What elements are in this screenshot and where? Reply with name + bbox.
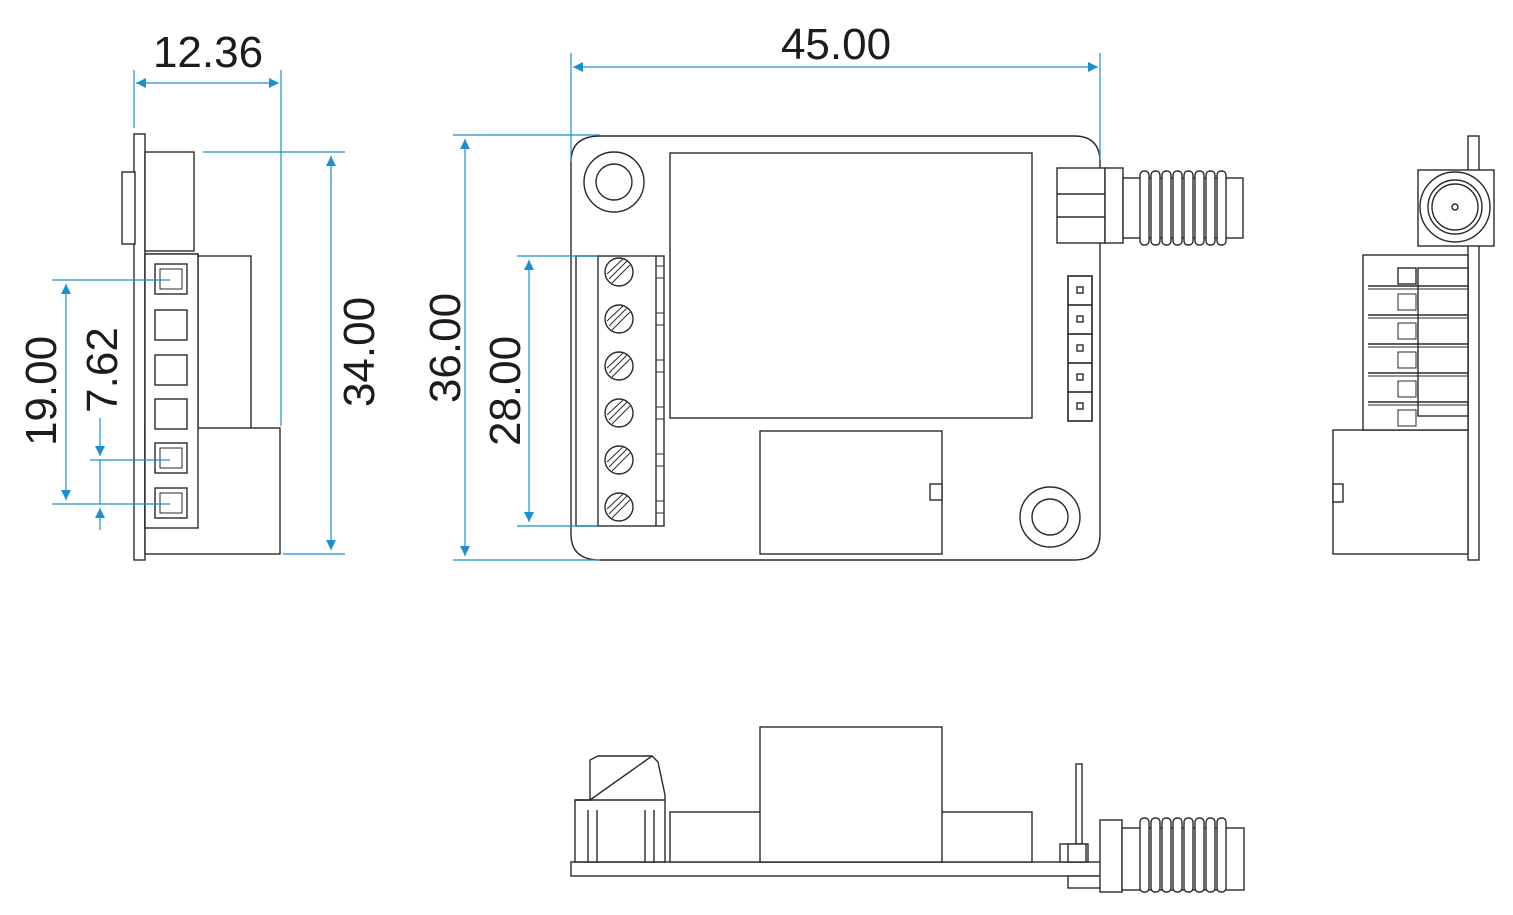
top-view-dimensions: 45.00 36.00 28.00 — [421, 20, 1101, 561]
thread-coil — [1172, 170, 1183, 246]
thread-coil — [1194, 817, 1205, 893]
right-side-view — [1332, 135, 1495, 561]
terminal-block — [575, 255, 665, 527]
dim-terminal-block-length: 28.00 — [481, 336, 530, 446]
header-pin-side — [1368, 314, 1468, 340]
thread-coil — [1161, 817, 1172, 893]
dim-side-depth: 12.36 — [153, 28, 263, 77]
pin-header — [1067, 275, 1093, 422]
terminal-screw — [604, 257, 665, 287]
dim-board-height: 36.00 — [421, 293, 470, 403]
pin-header-elevation — [1059, 763, 1089, 863]
header-pin-side — [1368, 372, 1468, 398]
header-pin-side — [1368, 401, 1468, 427]
mounting-hole-bottom-right — [1019, 486, 1081, 548]
thread-coil — [1150, 817, 1161, 893]
thread-coil — [1216, 170, 1227, 246]
terminal-screw — [604, 445, 665, 475]
sma-connector-elevation — [1067, 817, 1245, 893]
terminal-screw — [604, 304, 665, 334]
left-view-dimensions: 12.36 34.00 19.00 7.62 — [17, 28, 384, 555]
thread-coil — [1205, 170, 1216, 246]
sma-connector-top — [1056, 167, 1244, 246]
thread-coil — [1150, 170, 1161, 246]
thread-coil — [1161, 170, 1172, 246]
terminal-screw — [604, 492, 665, 522]
rf-module — [669, 152, 1033, 419]
terminal-pins-side — [154, 263, 188, 519]
sma-connector-end — [1417, 169, 1495, 247]
terminal-block-elevation — [574, 755, 666, 863]
thread-coil — [1139, 817, 1150, 893]
terminal-screw — [604, 398, 665, 428]
header-pin-side — [1368, 285, 1468, 311]
terminal-screw — [604, 351, 665, 381]
dim-board-width: 45.00 — [781, 20, 891, 69]
left-side-view — [121, 133, 281, 561]
thread-coil — [1216, 817, 1227, 893]
top-view — [570, 135, 1244, 561]
dim-side-height: 34.00 — [335, 297, 384, 407]
thread-coil — [1172, 817, 1183, 893]
mounting-hole-top-left — [583, 151, 645, 213]
thread-coil — [1194, 170, 1205, 246]
thread-coil — [1183, 170, 1194, 246]
relay — [759, 430, 943, 555]
relay-elevation — [759, 726, 943, 863]
thread-coil — [1139, 170, 1150, 246]
header-pin-side — [1368, 343, 1468, 369]
dim-terminal-span: 19.00 — [17, 336, 66, 446]
thread-coil — [1205, 817, 1216, 893]
thread-coil — [1183, 817, 1194, 893]
bottom-view — [570, 726, 1245, 893]
dim-terminal-pitch: 7.62 — [78, 327, 127, 413]
